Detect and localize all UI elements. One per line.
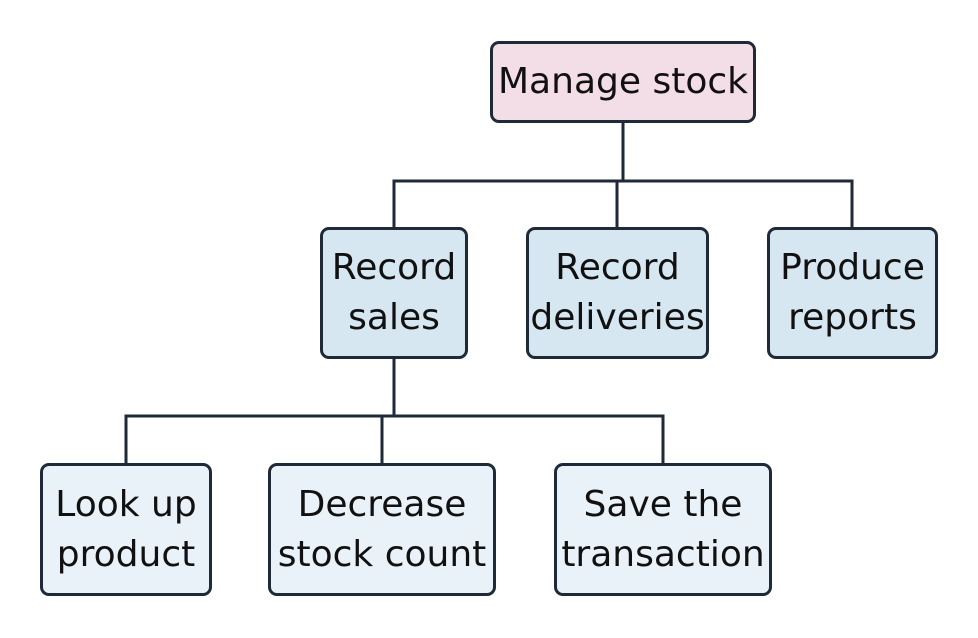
- node-label-line: stock count: [277, 533, 487, 575]
- node-label-line: reports: [788, 297, 917, 338]
- node-look-up-product: Look up product: [40, 463, 212, 596]
- node-label-line: Save the: [583, 483, 743, 525]
- node-save-the-transaction: Save the transaction: [554, 463, 772, 596]
- node-label-line: product: [56, 533, 196, 575]
- node-label-line: Manage stock: [498, 61, 748, 102]
- node-label-line: deliveries: [530, 297, 705, 338]
- node-label-line: Produce: [780, 247, 925, 288]
- node-label-line: sales: [348, 297, 440, 338]
- node-label-line: Decrease: [297, 483, 467, 525]
- node-label-line: Look up: [55, 483, 197, 525]
- node-record-sales: Record sales: [320, 227, 468, 359]
- node-label-line: transaction: [561, 533, 765, 575]
- node-label-line: Record: [331, 247, 457, 288]
- node-manage-stock: Manage stock: [490, 41, 756, 123]
- node-decrease-stock-count: Decrease stock count: [268, 463, 496, 596]
- node-label-line: Record: [555, 247, 680, 288]
- node-produce-reports: Produce reports: [767, 227, 938, 359]
- node-record-deliveries: Record deliveries: [526, 227, 709, 359]
